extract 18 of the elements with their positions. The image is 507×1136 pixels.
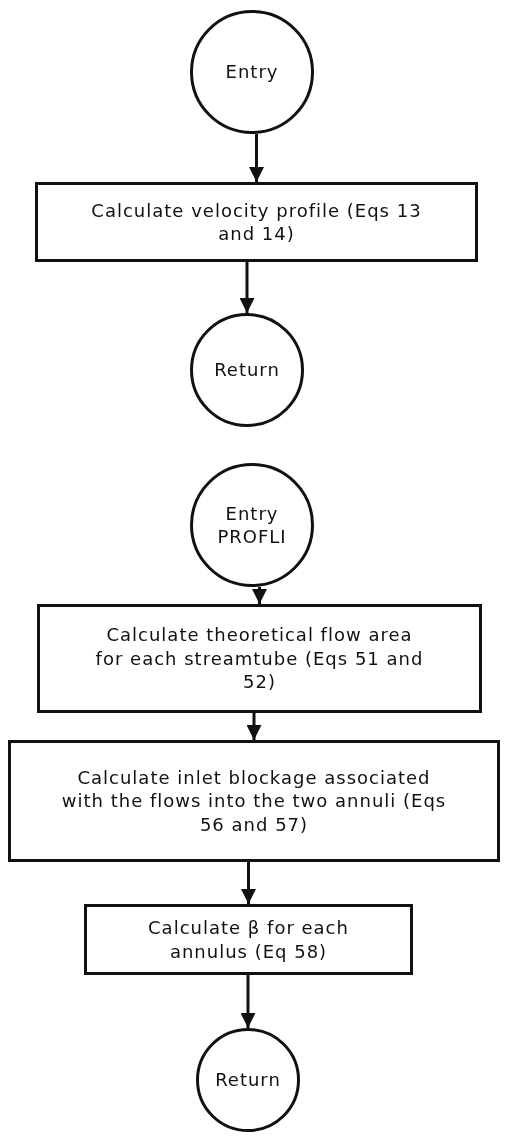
arrow (240, 975, 256, 1028)
process-box (8, 740, 500, 862)
node-text: Entry PROFLI (216, 501, 288, 549)
arrow (241, 862, 256, 904)
node-text: Entry (225, 60, 279, 84)
process-box (35, 182, 478, 262)
process-box (84, 904, 413, 975)
arrow (252, 587, 267, 604)
node-text: Calculate inlet blockage associated with the flows into the two annuli (Eqs 56 and 57) (60, 765, 448, 837)
arrow (246, 713, 262, 740)
arrow (249, 134, 264, 182)
node-text: Calculate β for each annulus (Eq 58) (147, 916, 350, 963)
node-text: Return (214, 358, 280, 382)
arrow (239, 262, 255, 313)
node-text: Calculate velocity profile (Eqs 13 and 14) (90, 198, 423, 246)
node-text: Return (215, 1068, 281, 1092)
node-text: Calculate theoretical flow area for each streamtube (Eqs 51 and 52) (94, 623, 425, 694)
process-box (37, 604, 482, 713)
